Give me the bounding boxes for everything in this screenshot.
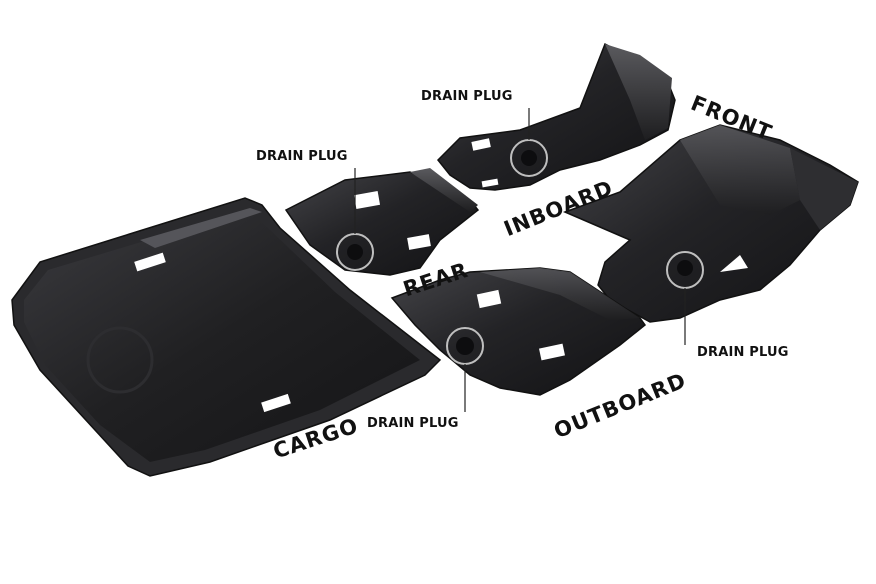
rear-inboard-liner — [284, 168, 480, 276]
drain-plug-label-front-outboard: DRAIN PLUG — [697, 345, 789, 360]
drain-plug-label-front-inboard: DRAIN PLUG — [421, 89, 513, 104]
rear-outboard-liner — [390, 267, 647, 396]
front-inboard-liner — [436, 42, 676, 191]
front-outboard-liner — [562, 124, 859, 323]
cargo-liner — [11, 197, 442, 477]
drain-plug-label-rear-inboard: DRAIN PLUG — [256, 149, 348, 164]
drain-plug-label-rear-outboard: DRAIN PLUG — [367, 416, 459, 431]
drain-plug-markers — [336, 108, 704, 412]
